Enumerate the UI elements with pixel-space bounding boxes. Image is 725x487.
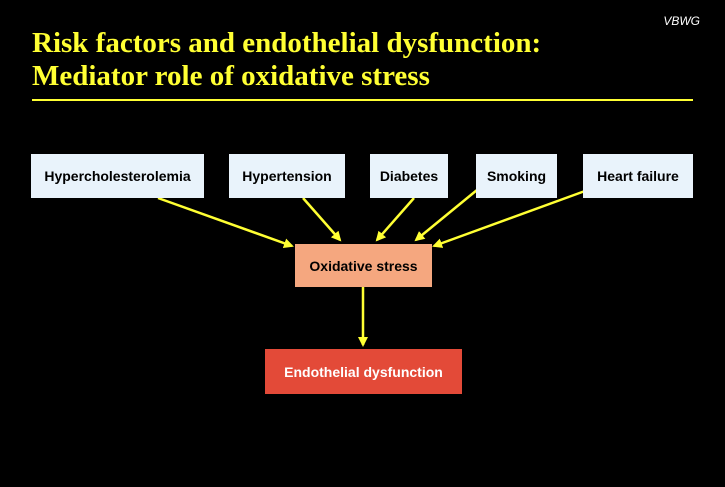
arrow-heart-failure [432,189,586,248]
arrow-hypertension [302,197,342,242]
arrow-hypercholesterolemia [157,196,294,249]
factor-diabetes: Diabetes [370,154,448,198]
factor-heart-failure: Heart failure [583,154,693,198]
mediator-oxidative-stress: Oxidative stress [295,244,432,287]
arrow-smoking [414,189,478,242]
factor-hypercholesterolemia: Hypercholesterolemia [31,154,204,198]
outcome-endothelial-dysfunction: Endothelial dysfunction [265,349,462,394]
factor-smoking: Smoking [476,154,557,198]
slide-title: Risk factors and endothelial dysfunction… [32,27,541,93]
arrow-diabetes [375,197,415,242]
factor-hypertension: Hypertension [229,154,345,198]
title-divider [32,99,693,101]
title-line-2: Mediator role of oxidative stress [32,60,430,92]
title-line-1: Risk factors and endothelial dysfunction… [32,27,542,59]
vbwg-watermark: VBWG [663,14,700,28]
